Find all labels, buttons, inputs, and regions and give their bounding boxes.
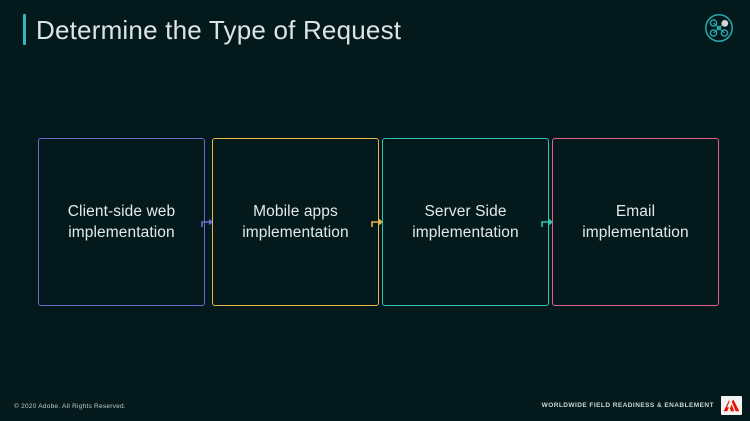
footer-copyright: © 2020 Adobe. All Rights Reserved. (14, 403, 126, 410)
flow-box-label: Server Side implementation (412, 203, 519, 241)
network-nodes-circle-icon (702, 11, 736, 45)
page-title: Determine the Type of Request (36, 15, 402, 45)
flow-box-label: Email implementation (582, 203, 689, 241)
flow-box-label: Client-side web implementation (67, 203, 176, 241)
footer-tagline: WORLDWIDE FIELD READINESS & ENABLEMENT (541, 402, 714, 409)
flow-box-mobile-apps[interactable]: Mobile apps implementation (212, 138, 379, 306)
arrow-right-icon (540, 214, 556, 230)
title-accent-bar (23, 14, 26, 45)
flow-box-client-side-web[interactable]: Client-side web implementation (38, 138, 205, 306)
flow-box-server-side[interactable]: Server Side implementation (382, 138, 549, 306)
flow-box-email[interactable]: Email implementation (552, 138, 719, 306)
adobe-logo (721, 396, 742, 415)
arrow-right-icon (370, 214, 386, 230)
slide-footer: © 2020 Adobe. All Rights Reserved. WORLD… (0, 385, 750, 421)
slide-header: Determine the Type of Request (0, 0, 750, 62)
flow-box-label: Mobile apps implementation (242, 203, 349, 241)
process-flow-diagram: Client-side web implementation Mobile ap… (0, 138, 750, 306)
arrow-right-icon (200, 214, 216, 230)
